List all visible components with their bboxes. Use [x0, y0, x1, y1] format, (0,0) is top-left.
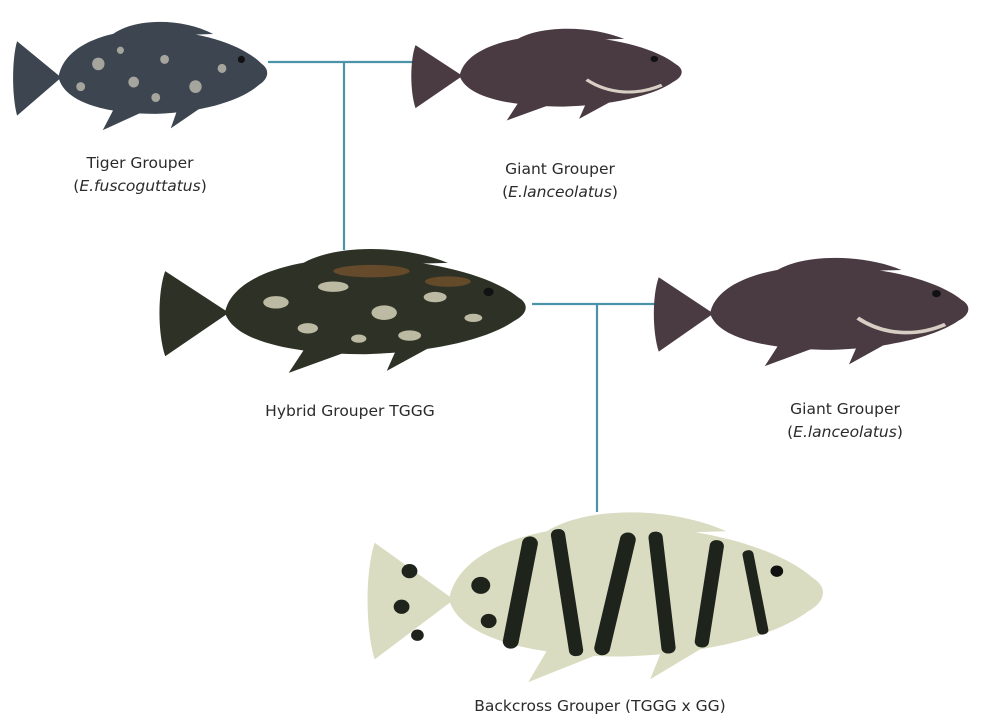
backcross-grouper-fish — [362, 500, 837, 685]
giant-grouper-right-label: Giant Grouper (E.lanceolatus) — [745, 398, 945, 444]
giant-grouper-fish-top — [408, 22, 690, 122]
tiger-grouper-name: Tiger Grouper — [40, 152, 240, 175]
hybrid-grouper-name: Hybrid Grouper TGGG — [210, 400, 490, 423]
hybrid-grouper-label: Hybrid Grouper TGGG — [210, 400, 490, 423]
tiger-grouper-fish — [10, 14, 275, 132]
giant-grouper-top-label: Giant Grouper (E.lanceolatus) — [460, 158, 660, 204]
giant-grouper-right-species: (E.lanceolatus) — [745, 421, 945, 444]
giant-grouper-right-name: Giant Grouper — [745, 398, 945, 421]
hybrid-grouper-fish — [155, 240, 537, 375]
tiger-grouper-label: Tiger Grouper (E.fuscoguttatus) — [40, 152, 240, 198]
giant-grouper-fish-right — [650, 250, 978, 368]
tiger-grouper-species: (E.fuscoguttatus) — [40, 175, 240, 198]
giant-grouper-top-name: Giant Grouper — [460, 158, 660, 181]
backcross-grouper-label: Backcross Grouper (TGGG x GG) — [400, 695, 800, 718]
backcross-grouper-name: Backcross Grouper (TGGG x GG) — [400, 695, 800, 718]
giant-grouper-top-species: (E.lanceolatus) — [460, 181, 660, 204]
